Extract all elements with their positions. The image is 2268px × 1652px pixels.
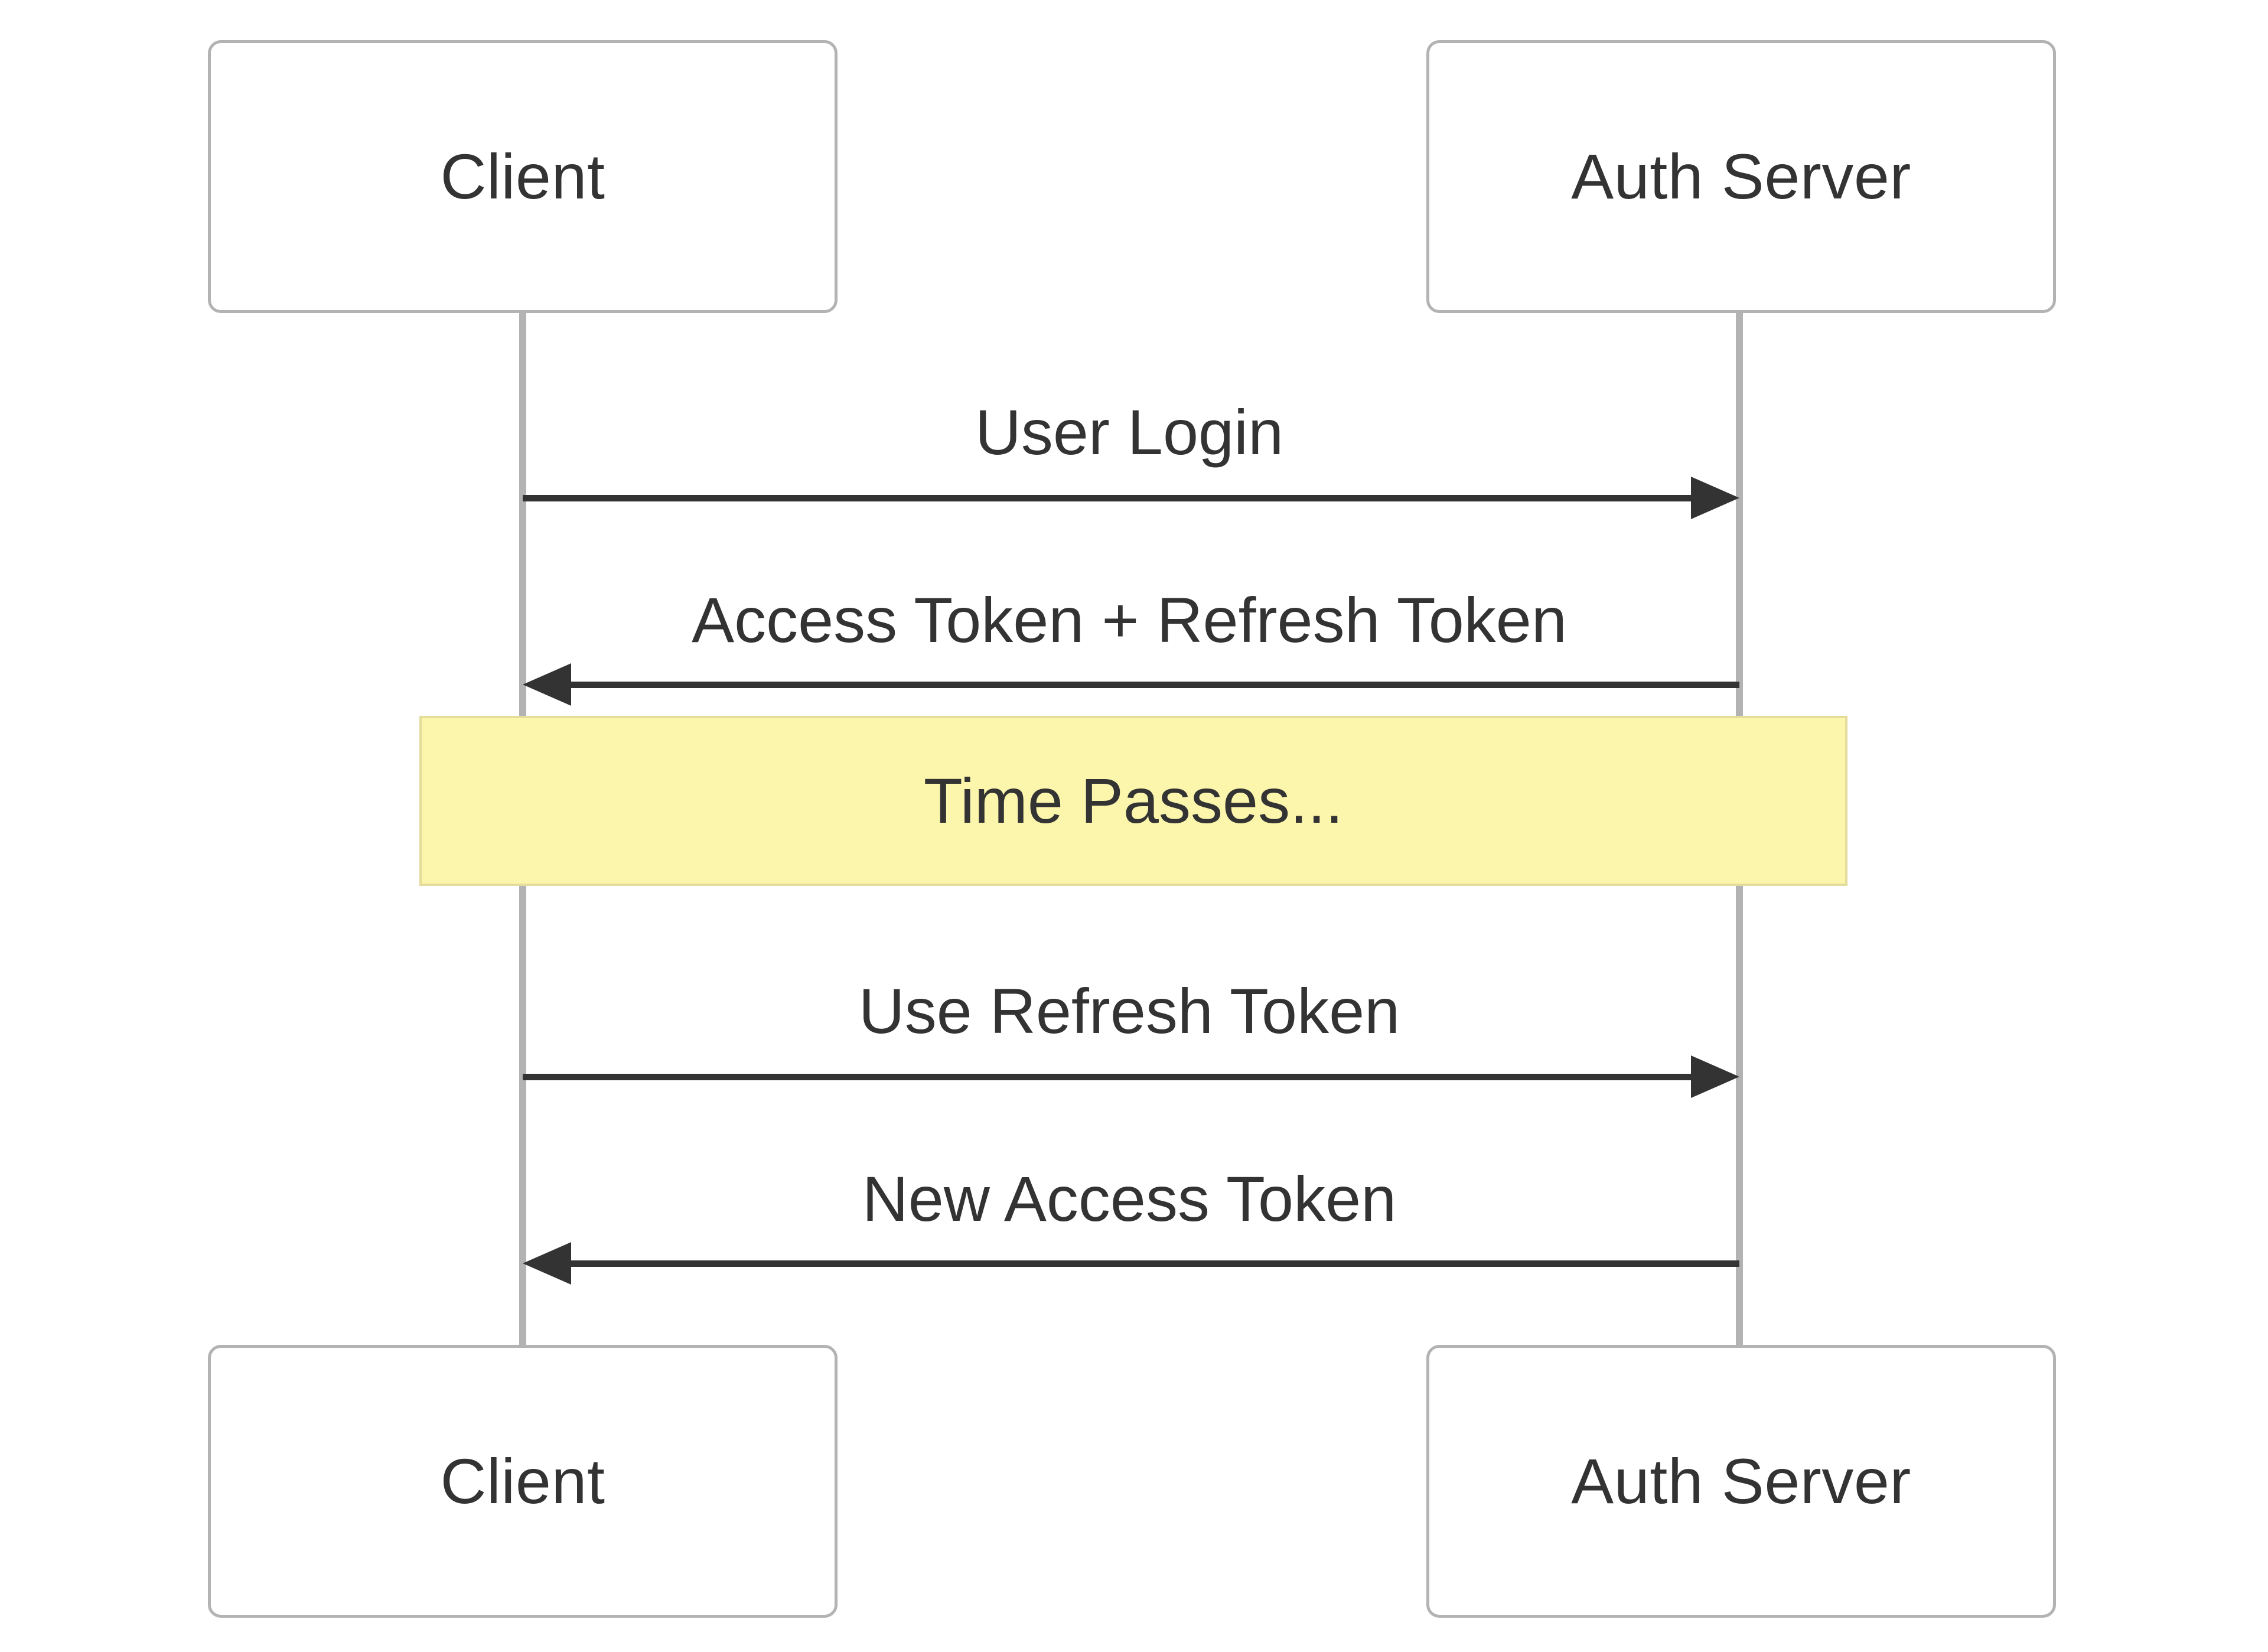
message-label-new-access-token: New Access Token	[862, 1163, 1397, 1234]
participant-box-client-top[interactable]: Client	[208, 40, 838, 313]
message-line-access-refresh-token	[570, 682, 1739, 688]
participant-box-auth-server-bottom[interactable]: Auth Server	[1426, 1345, 2056, 1618]
participant-box-auth-server-top[interactable]: Auth Server	[1426, 40, 2056, 313]
participant-label-client-top: Client	[440, 141, 605, 212]
note-time-passes: Time Passes...	[419, 716, 1847, 886]
participant-label-client-bottom: Client	[440, 1445, 605, 1517]
message-line-use-refresh-token	[523, 1074, 1716, 1080]
note-label-time-passes: Time Passes...	[923, 765, 1344, 836]
message-line-new-access-token	[570, 1260, 1739, 1267]
message-line-user-login	[523, 495, 1716, 501]
arrowhead-left-icon-new-access-token	[523, 1242, 571, 1285]
message-label-use-refresh-token: Use Refresh Token	[858, 975, 1400, 1047]
participant-label-auth-server-bottom: Auth Server	[1571, 1445, 1911, 1517]
message-label-access-refresh-token: Access Token + Refresh Token	[692, 584, 1567, 656]
participant-label-auth-server-top: Auth Server	[1571, 141, 1911, 212]
arrowhead-right-icon-user-login	[1691, 477, 1739, 519]
arrowhead-right-icon-use-refresh-token	[1691, 1055, 1739, 1098]
arrowhead-left-icon-access-refresh-token	[523, 663, 571, 706]
participant-box-client-bottom[interactable]: Client	[208, 1345, 838, 1618]
message-label-user-login: User Login	[975, 396, 1284, 468]
